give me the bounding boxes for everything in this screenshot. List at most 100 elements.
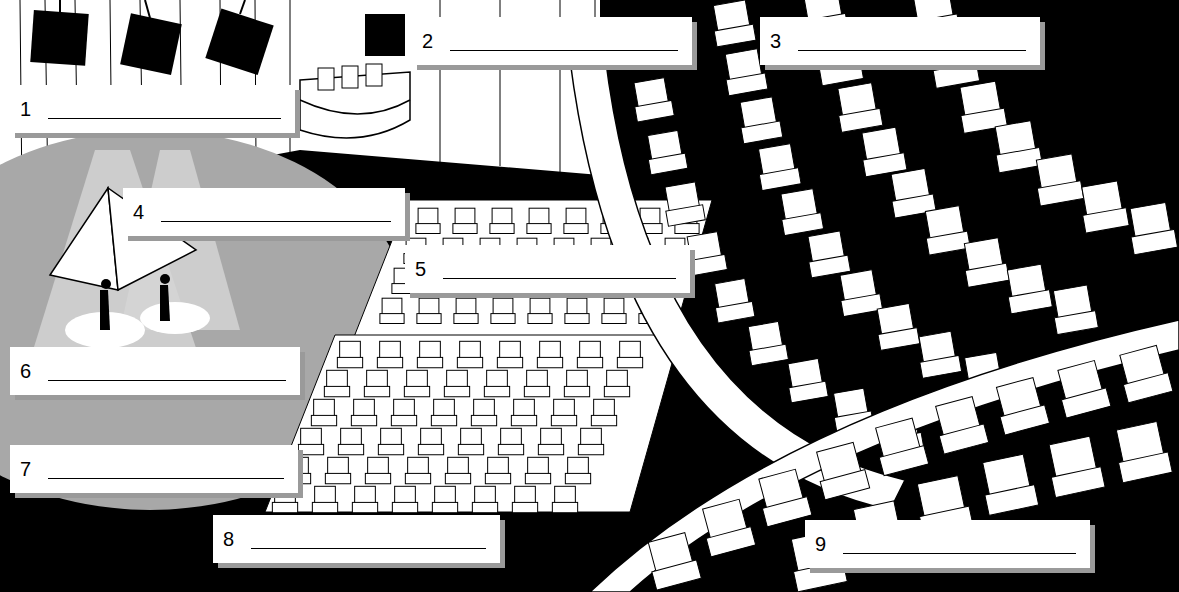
callout-number: 7 [20, 459, 31, 479]
seat [417, 298, 441, 323]
seat [755, 468, 812, 527]
seat [858, 127, 907, 177]
seat [312, 486, 337, 512]
seat [1078, 180, 1129, 233]
callout-number: 2 [422, 31, 433, 51]
seat [1032, 153, 1083, 206]
seat [338, 428, 363, 454]
seat [351, 399, 376, 425]
seat [1004, 264, 1053, 314]
seat [644, 532, 701, 591]
seat [484, 370, 509, 396]
seat [813, 441, 870, 500]
answer-line [450, 50, 678, 51]
seat [1050, 284, 1099, 334]
seat [405, 457, 430, 483]
seat [834, 82, 883, 132]
seat [992, 376, 1049, 435]
stalls-rear-block [265, 335, 680, 512]
seat [527, 208, 551, 233]
callout-number: 9 [815, 534, 826, 554]
seat [445, 457, 470, 483]
seat [378, 428, 403, 454]
seat [617, 341, 642, 367]
label-box: 2 [412, 17, 692, 65]
seat [577, 341, 602, 367]
seat [785, 358, 829, 403]
seat [551, 399, 576, 425]
seat [552, 486, 577, 512]
seat [377, 341, 402, 367]
seat [710, 0, 756, 47]
label-box: 8 [213, 515, 500, 563]
seat [364, 370, 389, 396]
seat [631, 77, 675, 122]
stage [0, 130, 410, 510]
seat [537, 341, 562, 367]
seat [777, 188, 823, 236]
seat [922, 205, 971, 255]
seat [380, 298, 404, 323]
seat [1116, 344, 1173, 403]
seat [491, 298, 515, 323]
callout-number: 5 [415, 259, 426, 279]
label-box: 7 [10, 445, 298, 493]
seat [454, 298, 478, 323]
seat [337, 341, 362, 367]
label-box: 1 [10, 85, 295, 133]
seat [684, 231, 728, 276]
callout-number: 1 [20, 99, 31, 119]
rear-circle-front [590, 320, 1179, 592]
answer-line [798, 50, 1026, 51]
seat [745, 321, 789, 366]
seat [453, 208, 477, 233]
answer-line [843, 553, 1076, 554]
seat [956, 80, 1007, 133]
seat [511, 399, 536, 425]
seat [604, 370, 629, 396]
seat [978, 453, 1038, 515]
seat [755, 143, 801, 191]
dress-circle-seats [620, 0, 1177, 454]
rear-circle-seats [644, 344, 1173, 592]
seat [416, 208, 440, 233]
box-balcony [300, 64, 410, 138]
seat [565, 457, 590, 483]
seat [872, 417, 929, 476]
callout-number: 3 [770, 31, 781, 51]
stage-lights [30, 0, 405, 75]
seat [524, 370, 549, 396]
seat [1126, 202, 1177, 255]
seat [418, 428, 443, 454]
callout-number: 4 [133, 202, 144, 222]
seat [458, 428, 483, 454]
seat [578, 428, 603, 454]
seat [1045, 435, 1105, 497]
seat [602, 298, 626, 323]
seat [836, 269, 882, 317]
seat [404, 370, 429, 396]
seat [1112, 421, 1172, 483]
seat [352, 486, 377, 512]
seat [432, 486, 457, 512]
seat [564, 370, 589, 396]
seat [471, 399, 496, 425]
seat [392, 486, 417, 512]
label-box: 6 [10, 347, 300, 395]
seat [431, 399, 456, 425]
seat [564, 208, 588, 233]
label-box: 3 [760, 17, 1040, 65]
answer-line [48, 478, 284, 479]
answer-line [161, 221, 391, 222]
seat [417, 341, 442, 367]
seat [932, 396, 989, 455]
seat [699, 498, 756, 557]
answer-line [443, 278, 676, 279]
seat [737, 96, 783, 144]
seat [512, 486, 537, 512]
seat [565, 298, 589, 323]
seat [490, 208, 514, 233]
label-box: 9 [805, 520, 1090, 568]
seat [662, 181, 706, 226]
seat [497, 341, 522, 367]
